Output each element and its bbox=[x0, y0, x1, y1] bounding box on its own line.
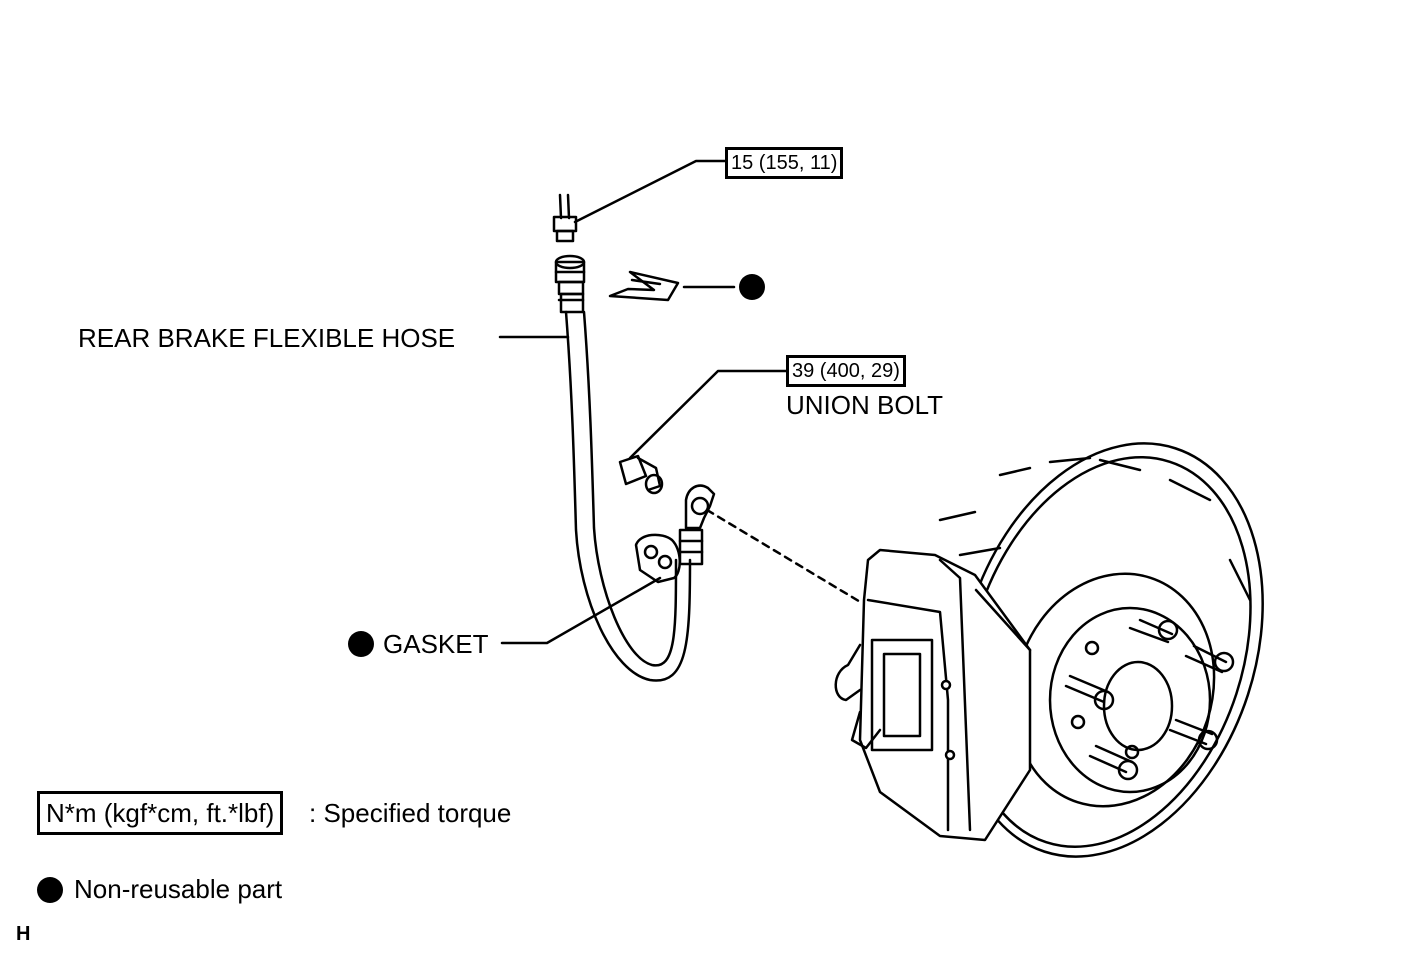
hose-lower-fitting bbox=[678, 484, 716, 566]
union-bolt-label: UNION BOLT bbox=[786, 390, 943, 420]
leader-union-bolt bbox=[628, 369, 790, 460]
legend-nonreusable-dot bbox=[37, 877, 63, 903]
leader-gasket bbox=[500, 576, 662, 645]
legend-torque-text: : Specified torque bbox=[309, 798, 512, 828]
legend-nonreusable-text: Non-reusable part bbox=[74, 874, 283, 904]
gasket-part bbox=[634, 533, 681, 584]
torque-box-top: 15 (155, 11) bbox=[725, 147, 844, 179]
wheel-studs bbox=[1064, 618, 1235, 781]
hose-upper-fitting bbox=[554, 254, 586, 314]
gasket-label: GASKET bbox=[383, 629, 489, 659]
flexible-hose-body bbox=[564, 310, 692, 682]
union-bolt bbox=[618, 454, 664, 495]
nonreusable-dot-gasket bbox=[348, 631, 374, 657]
nonreusable-dot-clip bbox=[739, 274, 765, 300]
brake-line-fitting bbox=[552, 193, 578, 243]
torque-box-union-bolt: 39 (400, 29) bbox=[786, 355, 906, 387]
hose-label: REAR BRAKE FLEXIBLE HOSE bbox=[78, 323, 456, 353]
brake-caliper bbox=[834, 548, 1032, 842]
leader-torque-top bbox=[573, 159, 728, 224]
corner-mark: H bbox=[16, 923, 31, 945]
dashed-bolt-axis bbox=[705, 508, 864, 605]
retaining-clip bbox=[608, 270, 680, 302]
legend-torque-box: N*m (kgf*cm, ft.*lbf) bbox=[37, 791, 284, 835]
